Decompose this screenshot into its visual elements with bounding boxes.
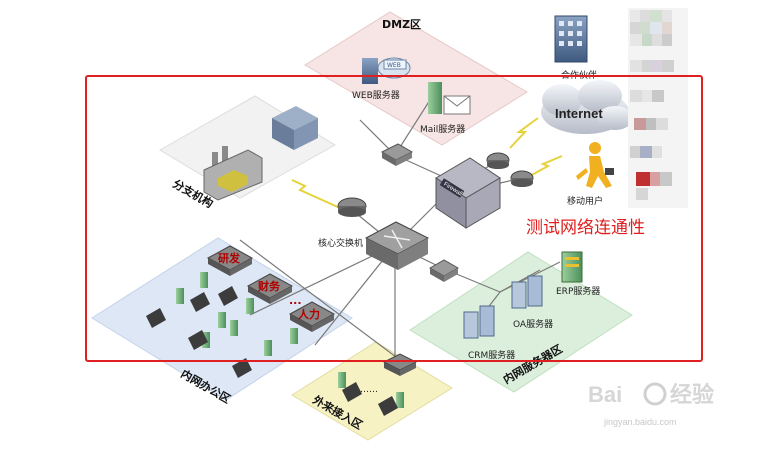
watermark-url: jingyan.baidu.com — [603, 417, 677, 427]
dept-switch-hr — [288, 301, 336, 332]
partner-building-icon — [554, 15, 588, 63]
branch-router-icon — [337, 197, 367, 217]
oa-server-icon — [511, 275, 543, 309]
dept-rd-label: 研发 — [218, 251, 241, 265]
wireless-link-internet — [509, 117, 539, 149]
dept-switch-rd — [206, 245, 254, 276]
office-laptops — [146, 286, 252, 378]
core-switch-label: 核心交换机 — [318, 237, 363, 249]
branch-building-icon — [272, 106, 318, 150]
erp-server-label: ERP服务器 — [556, 285, 600, 297]
mobile-user-icon — [576, 142, 614, 188]
watermark-brand2: 经验 — [670, 382, 714, 407]
mail-server-label: Mail服务器 — [420, 123, 465, 135]
server-switch-icon — [428, 259, 460, 282]
mosaic-blur — [628, 8, 688, 208]
highlight-box — [85, 75, 703, 362]
mobile-user-label: 移动用户 — [567, 195, 603, 207]
oa-server-label: OA服务器 — [513, 318, 553, 330]
dept-finance-label: 财务 — [257, 279, 281, 293]
callout-text: 测试网络连通性 — [526, 218, 645, 238]
web-server-label: WEB服务器 — [352, 89, 400, 101]
core-switch-icon — [364, 221, 430, 270]
web-server-icon — [362, 57, 411, 84]
dmz-switch-icon — [380, 143, 414, 166]
internet-cloud-icon — [541, 80, 633, 134]
watermark-brand: Bai — [588, 382, 622, 407]
erp-server-icon — [561, 251, 583, 283]
web-badge: WEB — [387, 62, 401, 69]
mail-server-icon — [428, 82, 471, 115]
dept-hr-label: 人力 — [298, 307, 320, 321]
dmz-zone-label: DMZ区 — [382, 18, 421, 31]
crm-server-icon — [463, 305, 495, 339]
baidu-watermark: Bai 经验 jingyan.baidu.com — [588, 382, 714, 427]
wireless-link-branch — [291, 179, 341, 209]
internet-label: Internet — [555, 106, 603, 121]
firewall-icon — [435, 157, 501, 229]
mobile-router-icon — [510, 170, 534, 187]
server-zone — [409, 251, 633, 393]
wireless-link-mobile — [529, 155, 563, 177]
dept-switch-finance — [246, 273, 294, 304]
factory-icon — [203, 146, 263, 201]
external-ellipsis: …… — [360, 385, 378, 395]
internet-router-icon — [486, 152, 510, 169]
dept-ellipsis: ... — [289, 294, 302, 307]
external-devices — [338, 372, 404, 416]
dmz-zone — [304, 11, 528, 146]
crm-server-label: CRM服务器 — [468, 349, 515, 361]
